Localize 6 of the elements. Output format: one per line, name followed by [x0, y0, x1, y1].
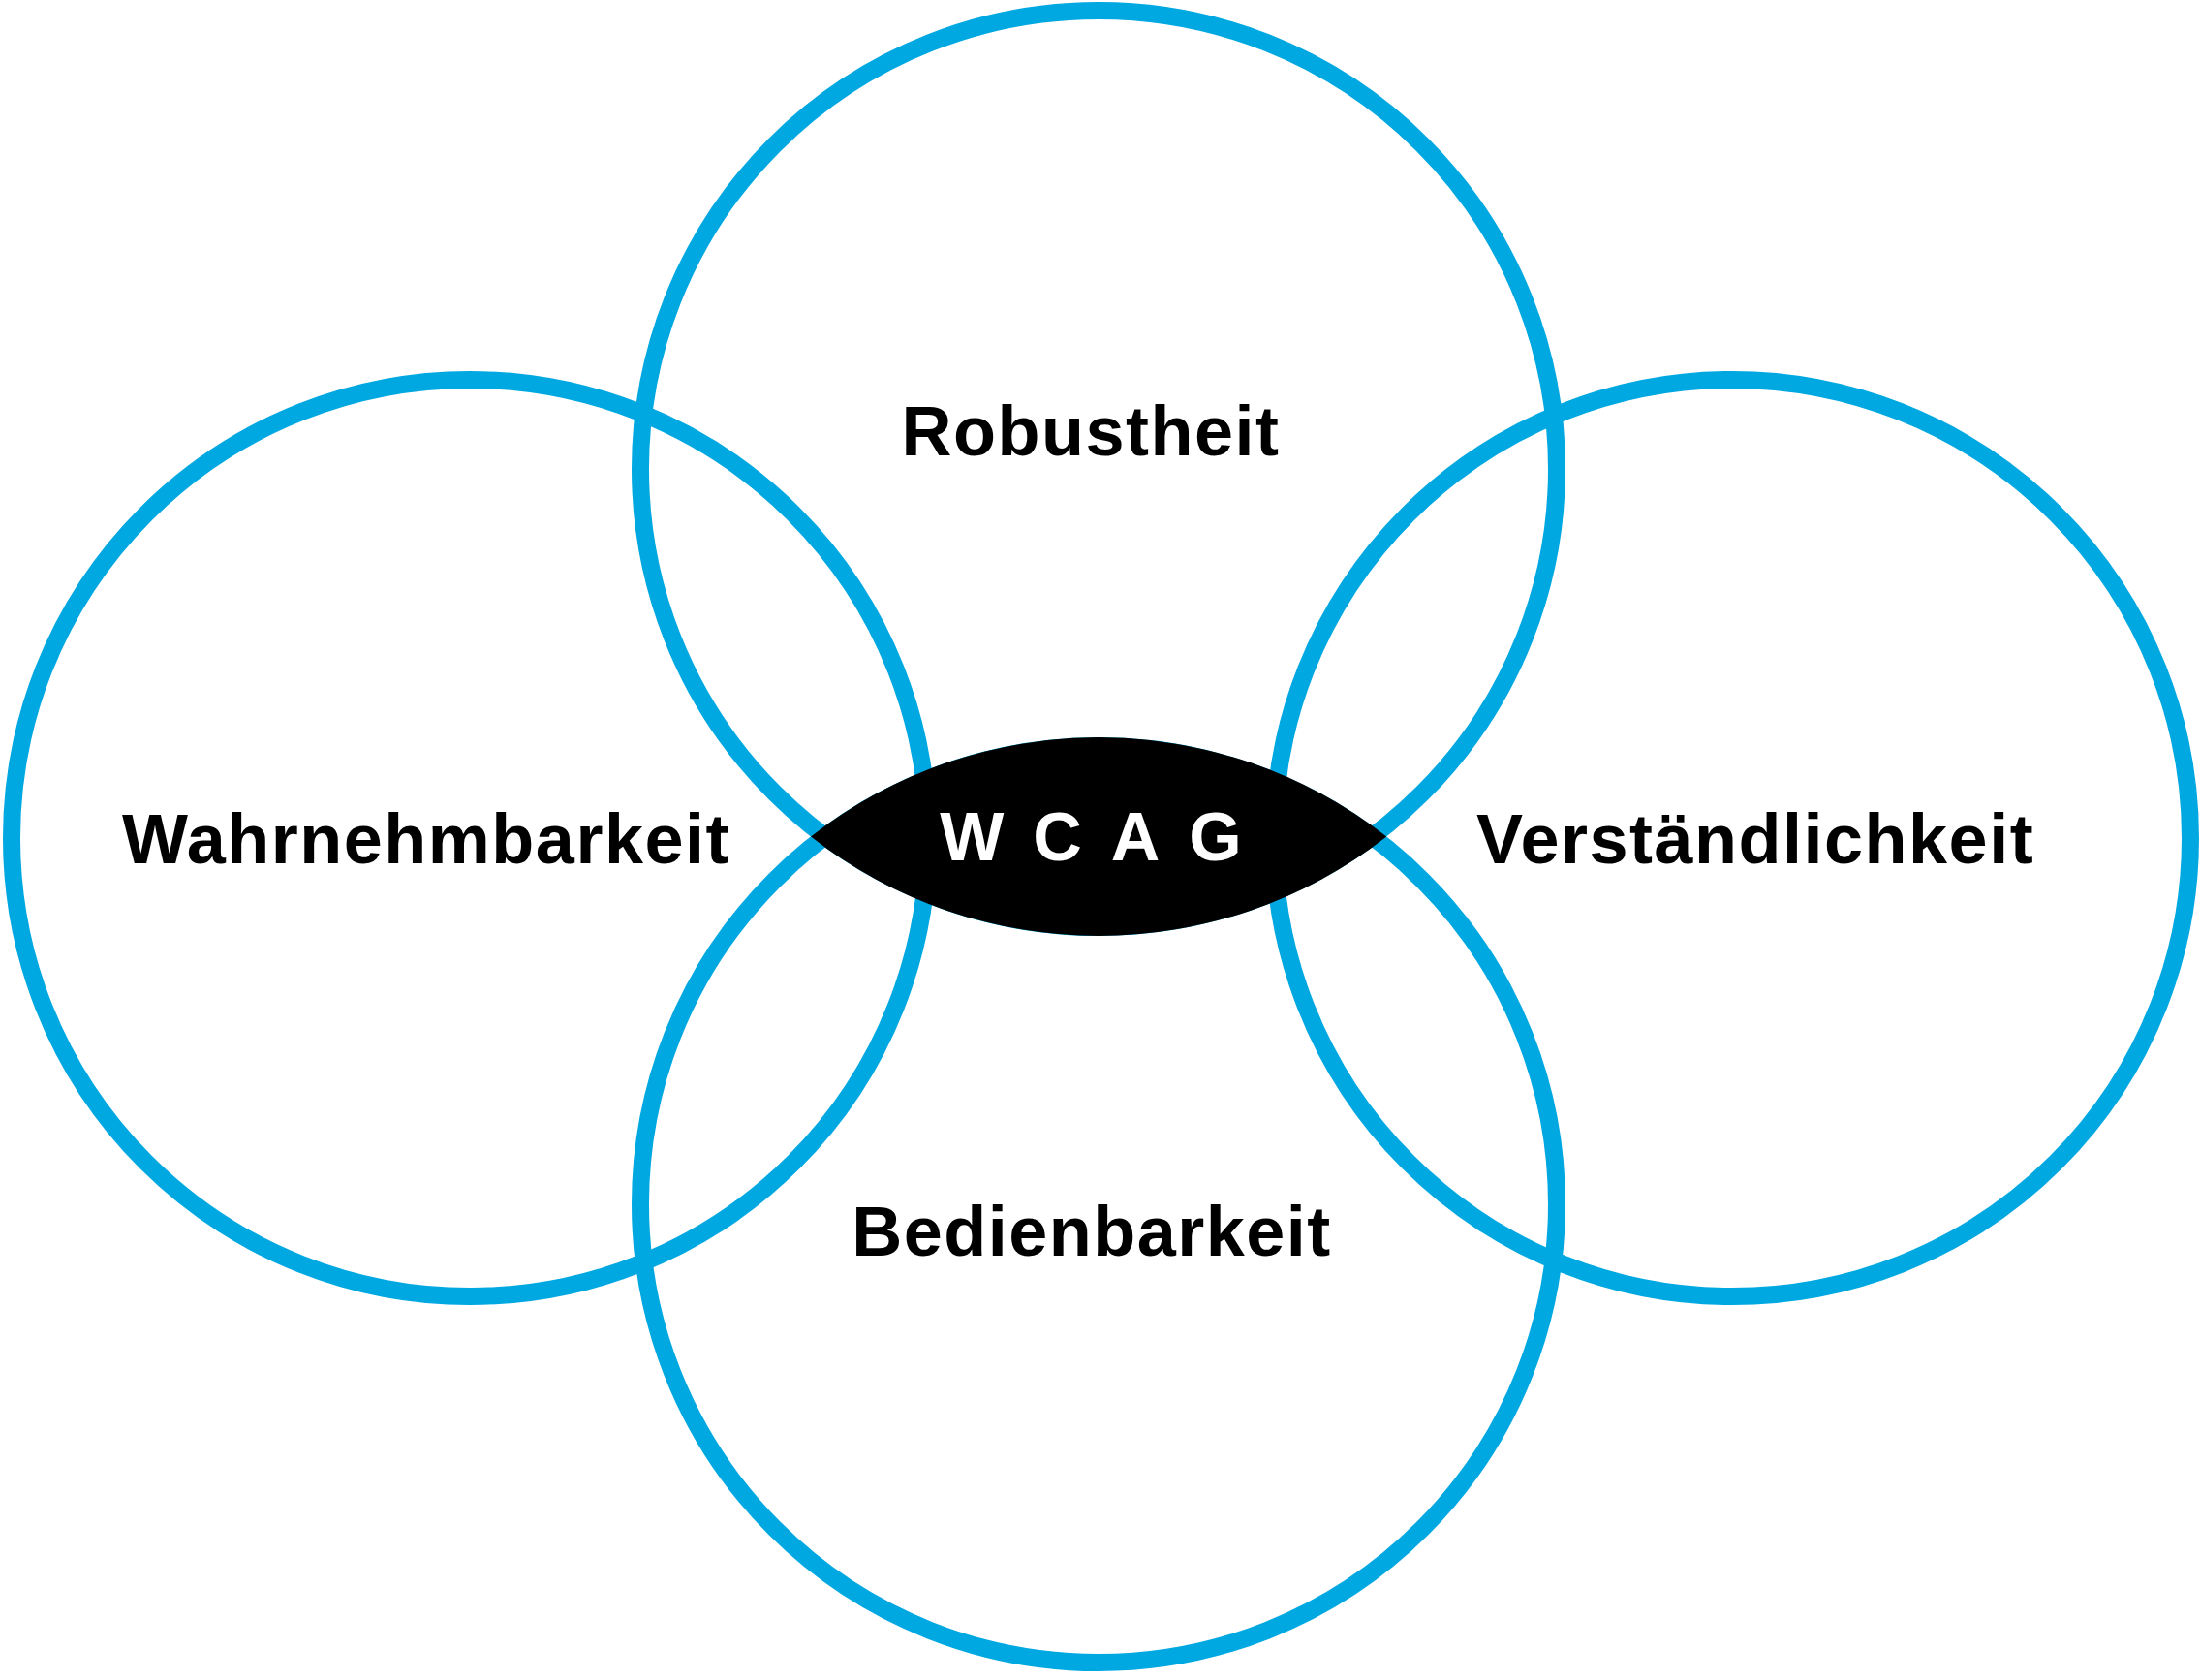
lens-label: WCAG: [939, 802, 1271, 871]
circle-label: Wahrnehmbarkeit: [122, 804, 730, 874]
intersection-lens: [810, 737, 1387, 936]
circle-label: Verständlichkeit: [1475, 804, 2035, 874]
circle-label: Bedienbarkeit: [852, 1197, 1332, 1266]
circle-label: Robustheit: [901, 396, 1281, 466]
